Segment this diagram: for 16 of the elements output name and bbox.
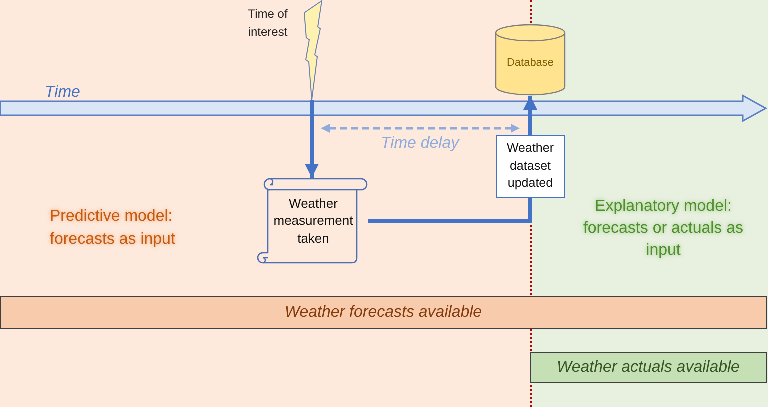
model-label: Predictive model: forecasts as input xyxy=(50,207,176,250)
axis-label: Time xyxy=(45,84,80,101)
node-label: Database xyxy=(506,56,554,70)
availability-bar xyxy=(530,352,767,383)
annotation-text: Time delay xyxy=(381,135,460,153)
node-label: Weather measurement taken xyxy=(272,194,354,248)
node-label: Weather dataset updated xyxy=(506,140,555,192)
availability-bar xyxy=(0,296,767,329)
caption-text: Time of interest xyxy=(247,6,289,41)
arrow xyxy=(524,96,538,135)
model-label: Explanatory model: forecasts or actuals as input xyxy=(582,197,745,261)
bar-label: Weather actuals available xyxy=(557,358,740,376)
process-box xyxy=(496,135,565,198)
arrow xyxy=(305,100,319,178)
bar-label: Weather forecasts available xyxy=(284,304,482,322)
connector-line xyxy=(368,198,532,223)
